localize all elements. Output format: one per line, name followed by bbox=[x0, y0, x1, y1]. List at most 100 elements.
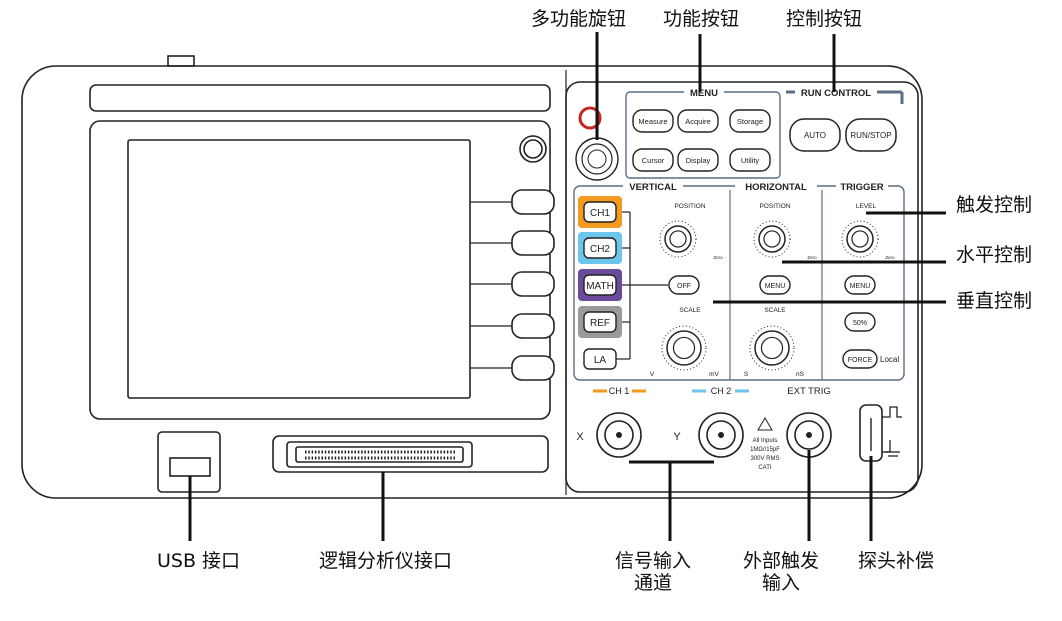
menu-button-display[interactable] bbox=[677, 148, 719, 172]
vertical-position-label: POSITION bbox=[674, 203, 705, 210]
run-stop-button[interactable] bbox=[845, 118, 897, 152]
horizontal-title-bg bbox=[735, 181, 817, 193]
vertical-title: VERTICAL bbox=[629, 182, 677, 193]
auto-button[interactable] bbox=[789, 118, 841, 152]
vertical-title-bg bbox=[623, 181, 683, 193]
channel-button-label: LA bbox=[594, 355, 607, 366]
trigger-title: TRIGGER bbox=[840, 182, 883, 193]
softkey-button-3[interactable] bbox=[511, 271, 555, 297]
horizontal-menu-button[interactable] bbox=[759, 275, 791, 295]
channel-button-ch2[interactable] bbox=[583, 237, 617, 259]
label-vertical-control: 垂直控制 bbox=[956, 290, 1033, 312]
volt-unit-label: V bbox=[650, 371, 655, 378]
force-button[interactable] bbox=[842, 349, 878, 369]
channel-button-ch1[interactable] bbox=[583, 201, 617, 223]
channel-button-label: REF bbox=[590, 318, 610, 329]
trigger-title-bg bbox=[836, 181, 888, 193]
label-usb-port: USB 接口 bbox=[157, 550, 241, 572]
ext-trig-label: EXT TRIG bbox=[787, 386, 830, 397]
ch2-input-label: CH 2 bbox=[711, 386, 732, 396]
force-button-label: FORCE bbox=[848, 357, 873, 364]
control-panel: MENU RUN CONTROL VERTICAL HORIZONTAL TRIGGER… bbox=[573, 87, 905, 471]
label-function-buttons: 功能按钮 bbox=[663, 8, 740, 30]
probe-comp-symbols bbox=[882, 406, 902, 457]
channel-button-label: MATH bbox=[586, 281, 614, 292]
label-signal-input: 信号输入 通道 bbox=[598, 550, 708, 595]
off-button[interactable] bbox=[668, 275, 700, 295]
trigger-level-knob-cap bbox=[851, 230, 869, 248]
vertical-scale-knob-ticks bbox=[661, 325, 707, 371]
horizontal-title: HORIZONTAL bbox=[745, 182, 807, 193]
millivolt-unit-label: mV bbox=[709, 371, 719, 378]
softkey-group bbox=[470, 189, 555, 381]
fifty-percent-button-label: 50% bbox=[853, 320, 867, 327]
channel-button-ref[interactable] bbox=[583, 311, 617, 333]
label-ext-trigger: 外部触发 输入 bbox=[726, 550, 836, 595]
channel-button-label: CH1 bbox=[590, 208, 610, 219]
label-horizontal-control: 水平控制 bbox=[956, 244, 1033, 266]
warning-icon bbox=[757, 417, 773, 431]
trigger-level-label: LEVEL bbox=[856, 203, 877, 210]
horizontal-position-label: POSITION bbox=[759, 203, 790, 210]
softkey-button-5[interactable] bbox=[511, 355, 555, 381]
menu-button-label: Measure bbox=[638, 117, 667, 126]
horizontal-menu-button-label: MENU bbox=[765, 283, 786, 290]
menu-button-label: Utility bbox=[741, 156, 760, 165]
ext-trigger-connector-pin bbox=[806, 432, 812, 438]
vertical-scale-knob-cap bbox=[672, 336, 696, 360]
trigger-menu-button[interactable] bbox=[844, 275, 876, 295]
horizontal-position-knob-ticks bbox=[753, 220, 791, 258]
menu-button-label: Acquire bbox=[685, 117, 710, 126]
vertical-scale-label: SCALE bbox=[679, 307, 701, 314]
label-multi-knob: 多功能旋钮 bbox=[531, 8, 627, 30]
run-button-label: AUTO bbox=[804, 131, 826, 140]
run-button-label: RUN/STOP bbox=[850, 131, 891, 140]
callout-lines bbox=[188, 32, 946, 541]
second-unit-label: S bbox=[744, 371, 749, 378]
menu-button-measure[interactable] bbox=[632, 109, 674, 133]
horizontal-scale-knob-ticks bbox=[749, 325, 795, 371]
vertical-zero-label: Zero bbox=[713, 255, 723, 260]
run-control-title-bg bbox=[795, 87, 877, 99]
menu-button-label: Storage bbox=[737, 117, 763, 126]
nanosecond-unit-label: nS bbox=[796, 371, 805, 378]
trigger-menu-button-label: MENU bbox=[850, 283, 871, 290]
menu-button-acquire[interactable] bbox=[677, 109, 719, 133]
menu-title: MENU bbox=[690, 88, 718, 99]
label-logic-analyzer-port: 逻辑分析仪接口 bbox=[319, 550, 453, 572]
horizontal-scale-knob-cap bbox=[760, 336, 784, 360]
menu-button-cursor[interactable] bbox=[632, 148, 674, 172]
off-button-label: OFF bbox=[677, 283, 691, 290]
menu-button-storage[interactable] bbox=[729, 109, 771, 133]
label-control-buttons: 控制按钮 bbox=[786, 8, 863, 30]
label-ext-trigger-line2: 输入 bbox=[761, 571, 800, 594]
trigger-level-knob-ticks bbox=[841, 220, 879, 258]
vertical-position-knob-cap bbox=[669, 230, 687, 248]
label-probe-comp: 探头补偿 bbox=[858, 550, 935, 572]
label-ext-trigger-line1: 外部触发 bbox=[742, 550, 819, 572]
softkey-button-4[interactable] bbox=[511, 313, 555, 339]
menu-title-bg bbox=[684, 87, 724, 99]
horizontal-scale-label: SCALE bbox=[764, 307, 786, 314]
fifty-percent-button[interactable] bbox=[844, 312, 876, 332]
local-label: Local bbox=[880, 355, 899, 364]
channel-button-math[interactable] bbox=[583, 274, 617, 296]
ch1-input-label: CH 1 bbox=[609, 386, 630, 396]
warning-text-line: CATⅠ bbox=[758, 465, 772, 471]
x-input-label: X bbox=[576, 431, 584, 443]
vertical-position-knob-ticks bbox=[659, 220, 697, 258]
run-control-title: RUN CONTROL bbox=[801, 88, 871, 99]
warning-text-line: 300V RMS bbox=[750, 456, 779, 462]
channel-button-label: CH2 bbox=[590, 244, 610, 255]
multifunction-knob-cap bbox=[587, 149, 607, 169]
label-signal-input-line1: 信号输入 bbox=[614, 550, 691, 572]
ch1-input-connector-pin bbox=[616, 432, 622, 438]
y-input-label: Y bbox=[673, 431, 681, 443]
softkey-button-1[interactable] bbox=[511, 189, 555, 215]
warning-text-line: All Inputs bbox=[753, 438, 778, 444]
horizontal-zero-label: Zero bbox=[807, 255, 817, 260]
menu-button-utility[interactable] bbox=[729, 148, 771, 172]
softkey-button-2[interactable] bbox=[511, 230, 555, 256]
